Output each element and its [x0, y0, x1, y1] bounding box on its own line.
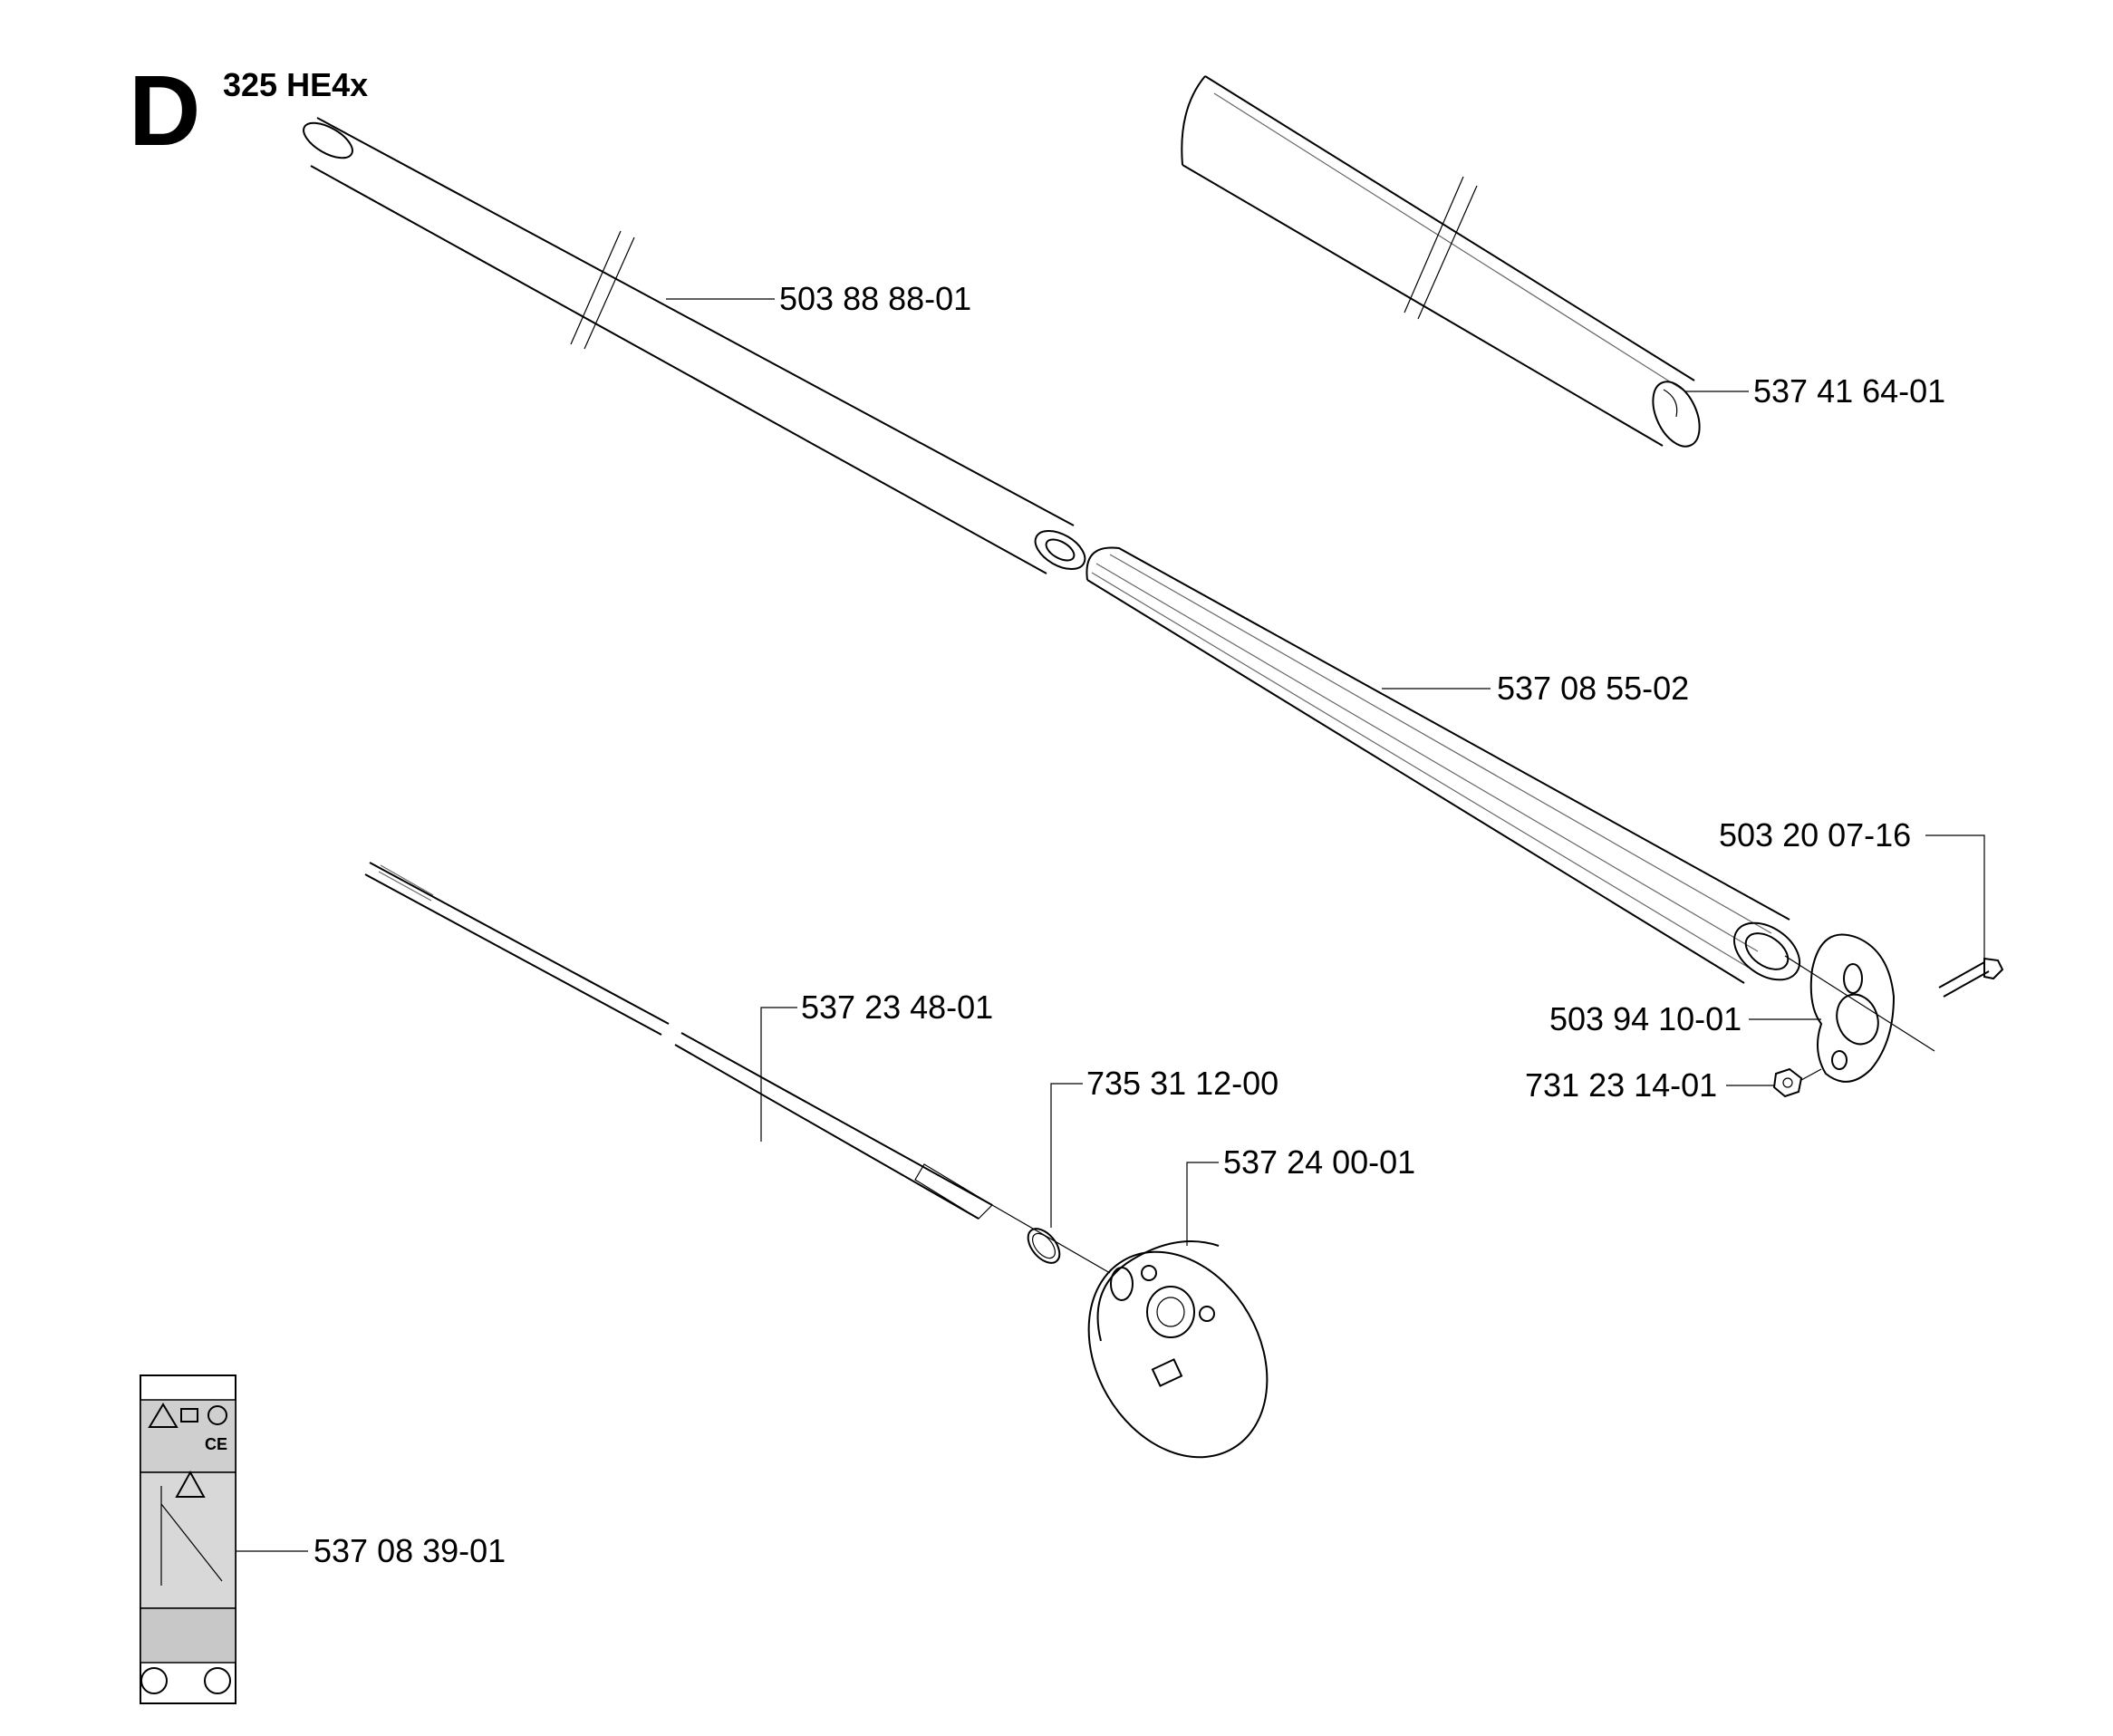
part-label-clutch-drum[interactable]: 537 24 00-01 [1223, 1143, 1416, 1181]
tube-handle-drawing [1181, 75, 1701, 448]
part-label-bolt[interactable]: 503 20 07-16 [1719, 816, 1912, 854]
bolt-drawing [1938, 957, 2004, 998]
part-label-grip-tube[interactable]: 537 08 55-02 [1497, 670, 1690, 707]
part-label-decal[interactable]: 537 08 39-01 [314, 1532, 507, 1569]
clutch-drum-drawing [1087, 1240, 1269, 1459]
part-label-tube-handle[interactable]: 537 41 64-01 [1753, 372, 1946, 410]
section-letter: D [129, 55, 201, 167]
grip-tube-drawing [1085, 546, 1935, 1052]
part-label-nut[interactable]: 731 23 14-01 [1525, 1066, 1718, 1104]
model-name: 325 HE4x [223, 66, 369, 103]
nut-drawing [1772, 1067, 1822, 1098]
leader-lines [236, 298, 1985, 1552]
circlip-drawing [1027, 1228, 1061, 1264]
decal-ce-mark: CE [205, 1435, 227, 1453]
part-label-tube-upper[interactable]: 503 88 88-01 [779, 280, 972, 317]
part-label-circlip[interactable]: 735 31 12-00 [1086, 1065, 1279, 1102]
tube-upper-drawing [303, 117, 1086, 574]
part-label-clamp[interactable]: 503 94 10-01 [1549, 1000, 1742, 1037]
drive-shaft-drawing [364, 862, 1111, 1274]
clamp-drawing [1809, 933, 1896, 1083]
decal-drawing [140, 1374, 236, 1704]
part-label-drive-shaft[interactable]: 537 23 48-01 [801, 989, 994, 1026]
